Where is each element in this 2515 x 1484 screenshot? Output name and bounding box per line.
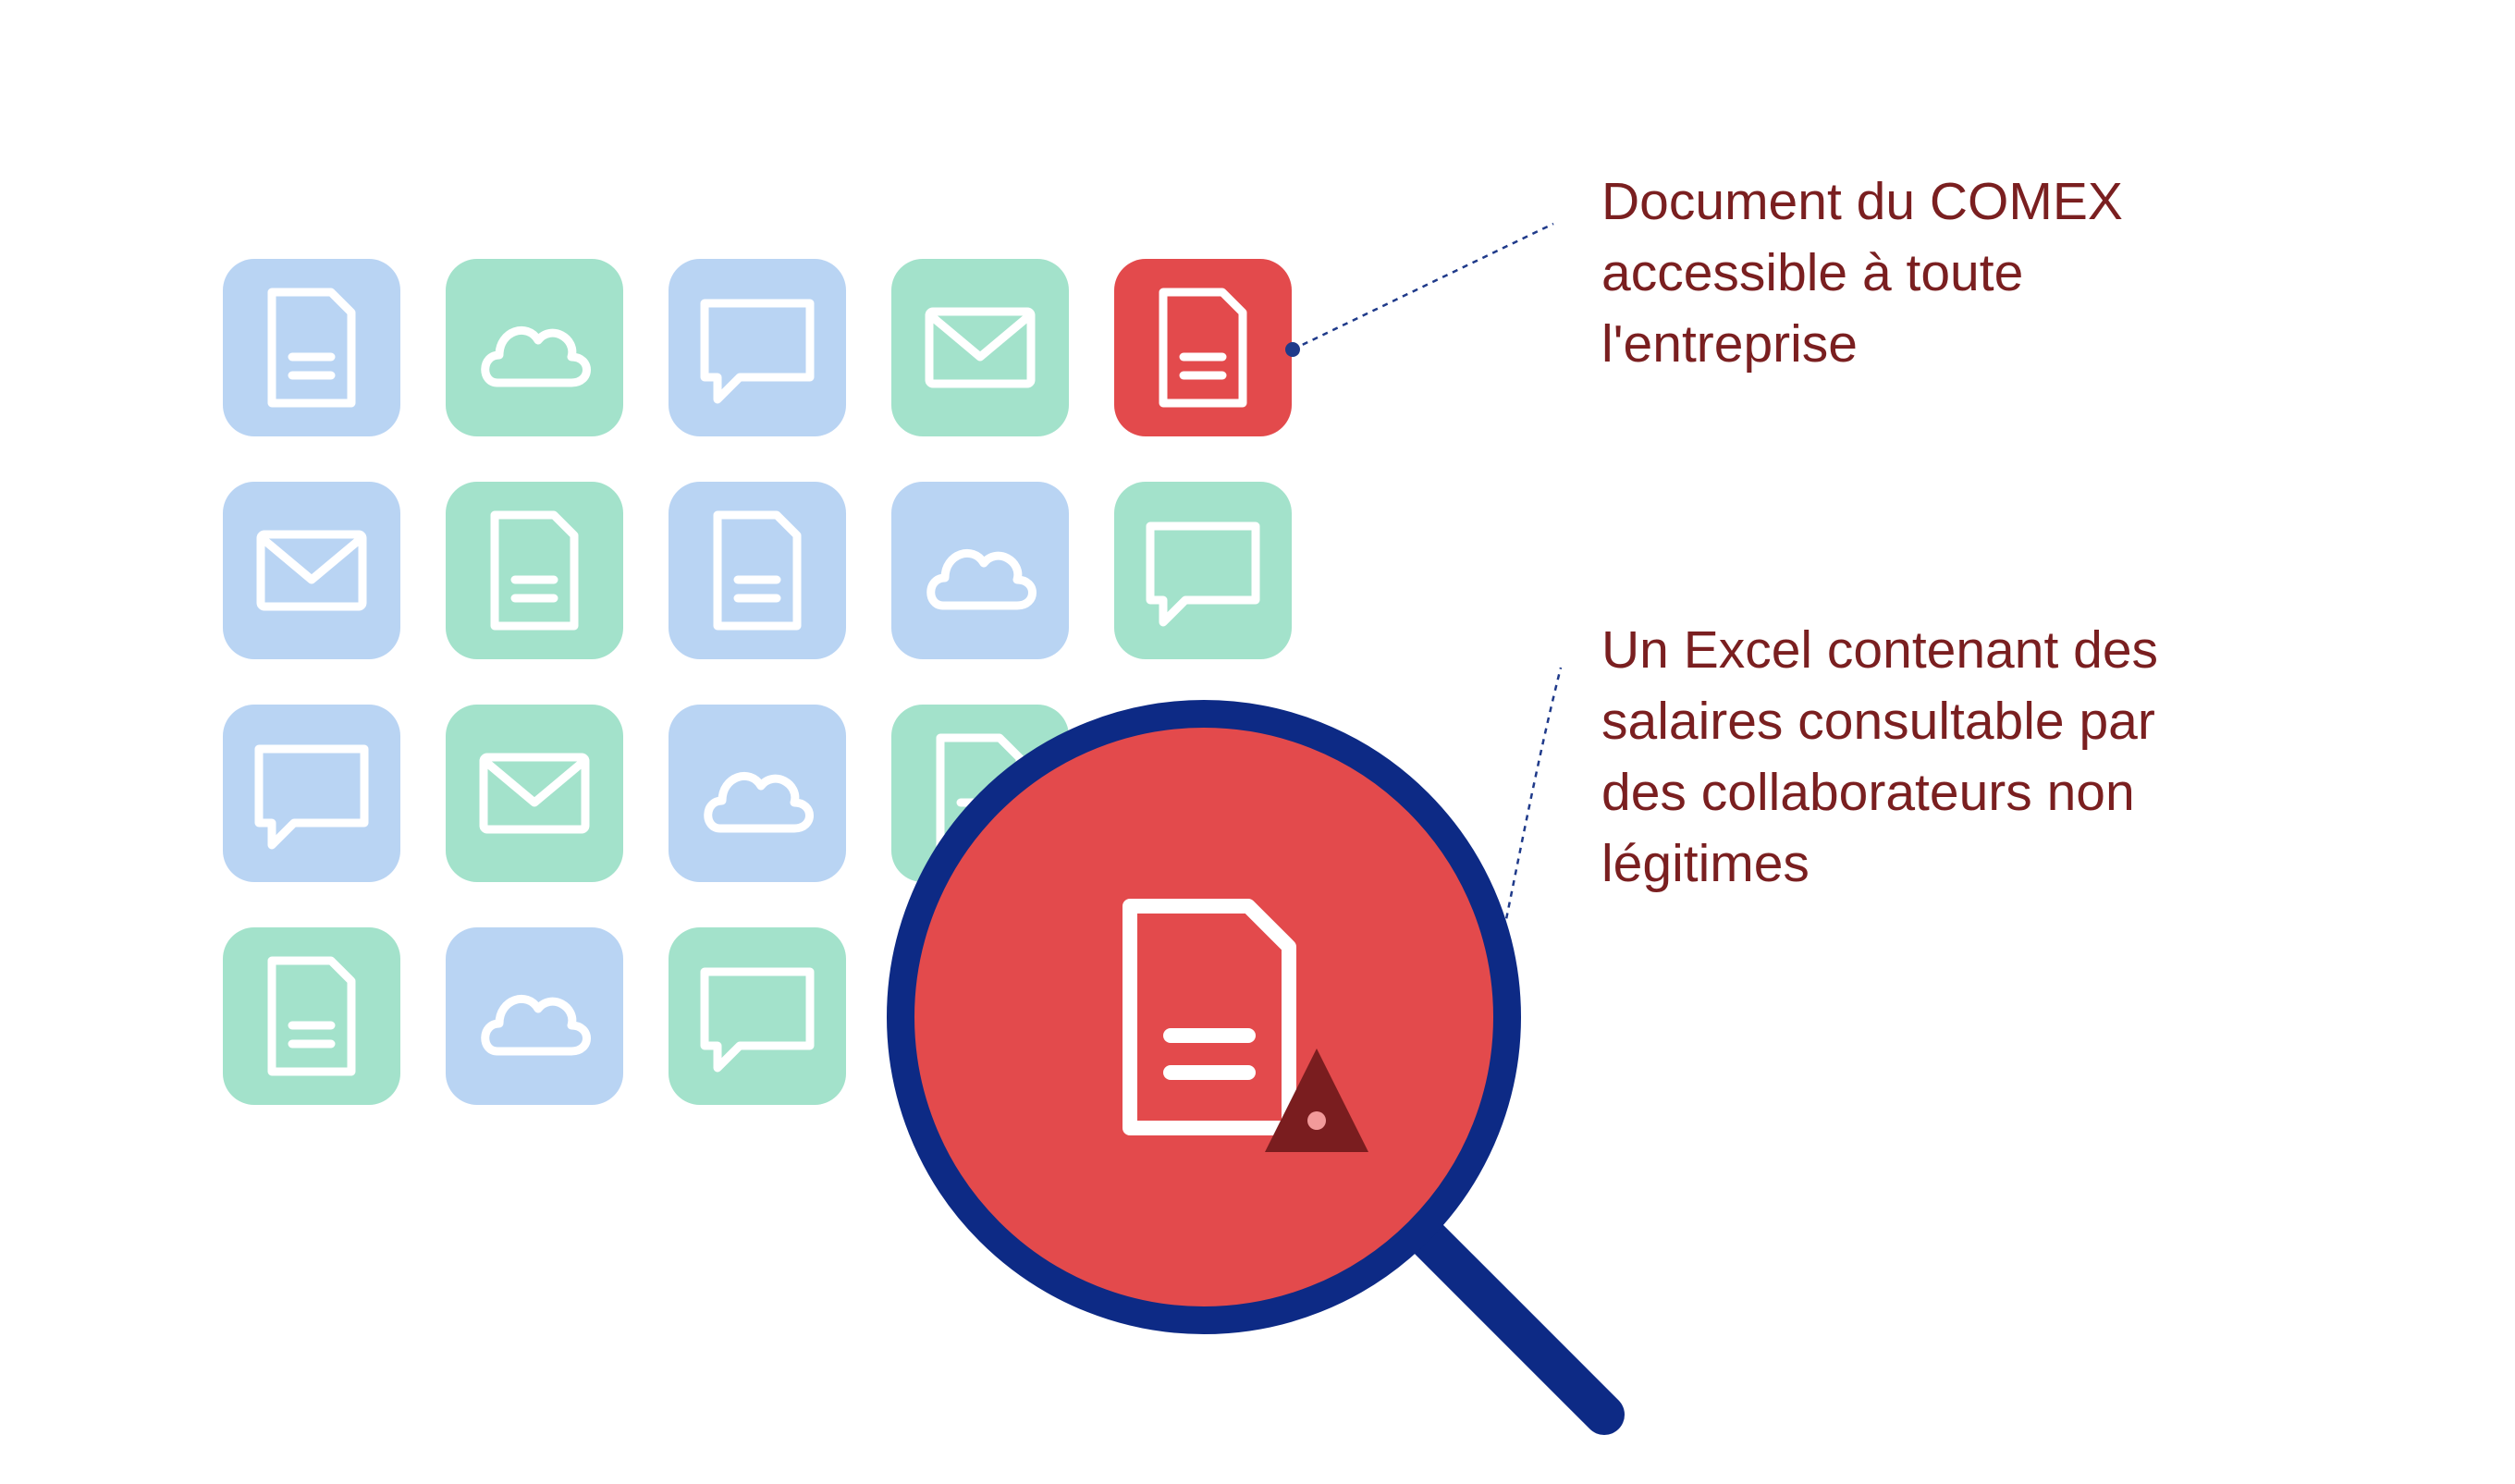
tile: [446, 482, 623, 659]
tile-background: [669, 927, 846, 1105]
warning-triangle-icon: [1265, 1049, 1368, 1152]
envelope-icon: [925, 307, 1036, 388]
document-icon: [490, 510, 579, 631]
tile: [446, 705, 623, 882]
document-icon: [267, 288, 356, 408]
callout-comex-document: Document du COMEX accessible à toute l'e…: [1601, 166, 2360, 380]
callout-line: accessible à toute: [1601, 243, 2024, 302]
magnifier-handle: [1408, 1219, 1625, 1435]
tile: [223, 927, 400, 1105]
tile-background: [446, 482, 623, 659]
tile: [223, 259, 400, 436]
cloud-icon: [481, 994, 591, 1056]
document-icon: [267, 956, 356, 1076]
tile-background: [891, 259, 1069, 436]
callout-line: des collaborateurs non: [1601, 763, 2135, 822]
tile: [1114, 482, 1292, 659]
tile: [891, 482, 1069, 659]
cloud-icon: [704, 771, 814, 833]
tile: [669, 482, 846, 659]
document-icon: [713, 510, 802, 631]
tile: [446, 927, 623, 1105]
tile-background: [669, 259, 846, 436]
tile-background: [1114, 259, 1292, 436]
callout-line: l'entreprise: [1601, 314, 1859, 374]
envelope-icon: [256, 530, 367, 611]
chat-bubble-icon: [700, 967, 815, 1073]
chat-bubble-icon: [1146, 521, 1260, 627]
leader-dot: [1285, 342, 1300, 357]
cloud-icon: [926, 548, 1037, 610]
tile: [891, 259, 1069, 436]
leader-line-comex: [1292, 222, 1554, 351]
tile: [223, 705, 400, 882]
tile: [223, 482, 400, 659]
chat-bubble-icon: [254, 744, 369, 850]
magnifying-glass-icon: [887, 700, 1625, 1435]
callout-line: salaires consultable par: [1601, 692, 2155, 751]
callout-line: Document du COMEX: [1601, 172, 2123, 231]
tile-background: [223, 705, 400, 882]
tile: [446, 259, 623, 436]
tile-background: [669, 705, 846, 882]
callout-line: Un Excel contenant des: [1601, 620, 2159, 680]
callout-line: légitimes: [1601, 834, 1810, 893]
tile-background: [1114, 482, 1292, 659]
tile-background: [891, 482, 1069, 659]
tile-background: [446, 259, 623, 436]
cloud-icon: [481, 325, 591, 387]
document-icon: [1159, 288, 1247, 408]
tile-background: [446, 705, 623, 882]
chat-bubble-icon: [700, 299, 815, 404]
tile-background: [223, 482, 400, 659]
tile-background: [669, 482, 846, 659]
magnifier-lens: [887, 700, 1521, 1334]
document-icon: [1123, 899, 1296, 1135]
tile: [669, 259, 846, 436]
envelope-icon: [479, 753, 590, 834]
tile: [669, 927, 846, 1105]
tile: [669, 705, 846, 882]
callout-salary-excel: Un Excel contenant des salaires consulta…: [1601, 615, 2360, 900]
tile-background: [223, 259, 400, 436]
tile-background: [223, 927, 400, 1105]
tile-highlighted: [1114, 259, 1292, 436]
tile-background: [446, 927, 623, 1105]
